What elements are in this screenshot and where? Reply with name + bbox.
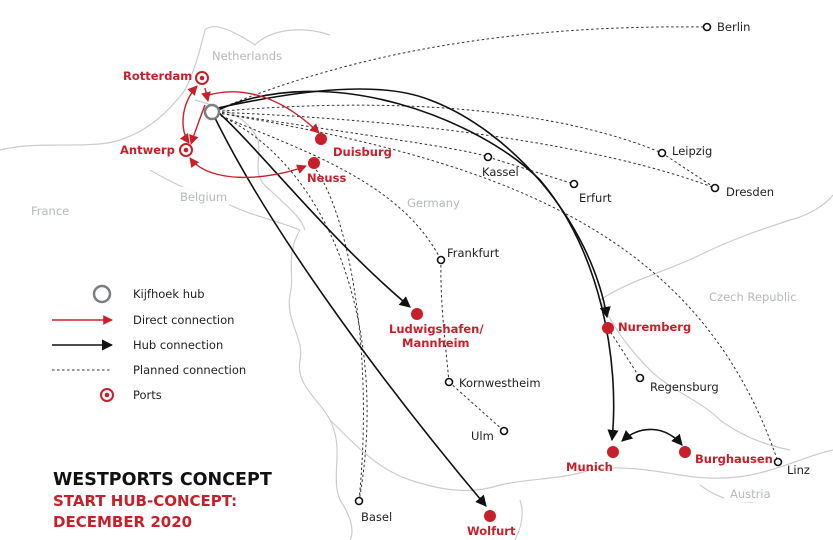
city-label-dresden: Dresden — [726, 185, 774, 199]
city-label-linz: Linz — [787, 463, 810, 477]
country-labels: Netherlands Belgium France Germany Czech… — [25, 46, 803, 502]
city-label-neuss: Neuss — [307, 171, 346, 185]
title-block: WESTPORTS CONCEPT START HUB-CONCEPT: DEC… — [53, 470, 272, 531]
city-label-berlin: Berlin — [717, 20, 750, 34]
country-label-belgium: Belgium — [180, 190, 227, 204]
legend-ports-label: Ports — [133, 388, 162, 402]
legend-hub-label: Kijfhoek hub — [133, 287, 205, 301]
legend-planned-label: Planned connection — [133, 363, 246, 377]
city-label-ludwigshafen: Ludwigshafen/ — [389, 322, 484, 336]
city-label-kornwestheim: Kornwestheim — [459, 376, 541, 390]
city-label-rotterdam: Rotterdam — [123, 69, 192, 83]
city-label-nuremberg: Nuremberg — [618, 320, 691, 334]
port-markers — [179, 71, 209, 157]
hub-connections — [214, 88, 683, 507]
legend-hub-icon — [92, 284, 112, 304]
city-label-regensburg: Regensburg — [650, 380, 719, 394]
city-label-antwerp: Antwerp — [120, 143, 175, 157]
title-sub-1: START HUB-CONCEPT: — [53, 492, 237, 510]
city-label-mannheim: Mannheim — [402, 336, 470, 350]
title-main: WESTPORTS CONCEPT — [53, 470, 272, 490]
country-borders — [0, 26, 833, 540]
planned-connections — [211, 26, 779, 502]
legend-direct-label: Direct connection — [133, 313, 234, 327]
legend-hub-conn-label: Hub connection — [133, 338, 223, 352]
city-label-wolfurt: Wolfurt — [467, 524, 516, 538]
country-label-netherlands: Netherlands — [212, 49, 282, 63]
city-label-munich: Munich — [566, 460, 613, 474]
city-label-kassel: Kassel — [482, 165, 519, 179]
legend: Kijfhoek hub Direct connection Hub conne… — [52, 284, 246, 402]
title-sub-2: DECEMBER 2020 — [53, 513, 192, 531]
kijfhoek-hub-icon — [203, 103, 221, 121]
country-label-germany: Germany — [407, 196, 460, 210]
city-label-burghausen: Burghausen — [695, 452, 773, 466]
city-label-duisburg: Duisburg — [333, 145, 392, 159]
city-label-basel: Basel — [361, 510, 392, 524]
city-label-frankfurt: Frankfurt — [447, 246, 500, 260]
direct-connections — [179, 85, 320, 179]
city-label-erfurt: Erfurt — [579, 191, 612, 205]
country-label-czech: Czech Republic — [709, 290, 797, 304]
city-label-leipzig: Leipzig — [672, 144, 712, 158]
city-label-ulm: Ulm — [471, 429, 494, 443]
terminal-markers — [308, 133, 691, 522]
country-label-austria: Austria — [730, 487, 771, 501]
planned-city-markers — [354, 22, 783, 506]
country-label-france: France — [31, 204, 69, 218]
